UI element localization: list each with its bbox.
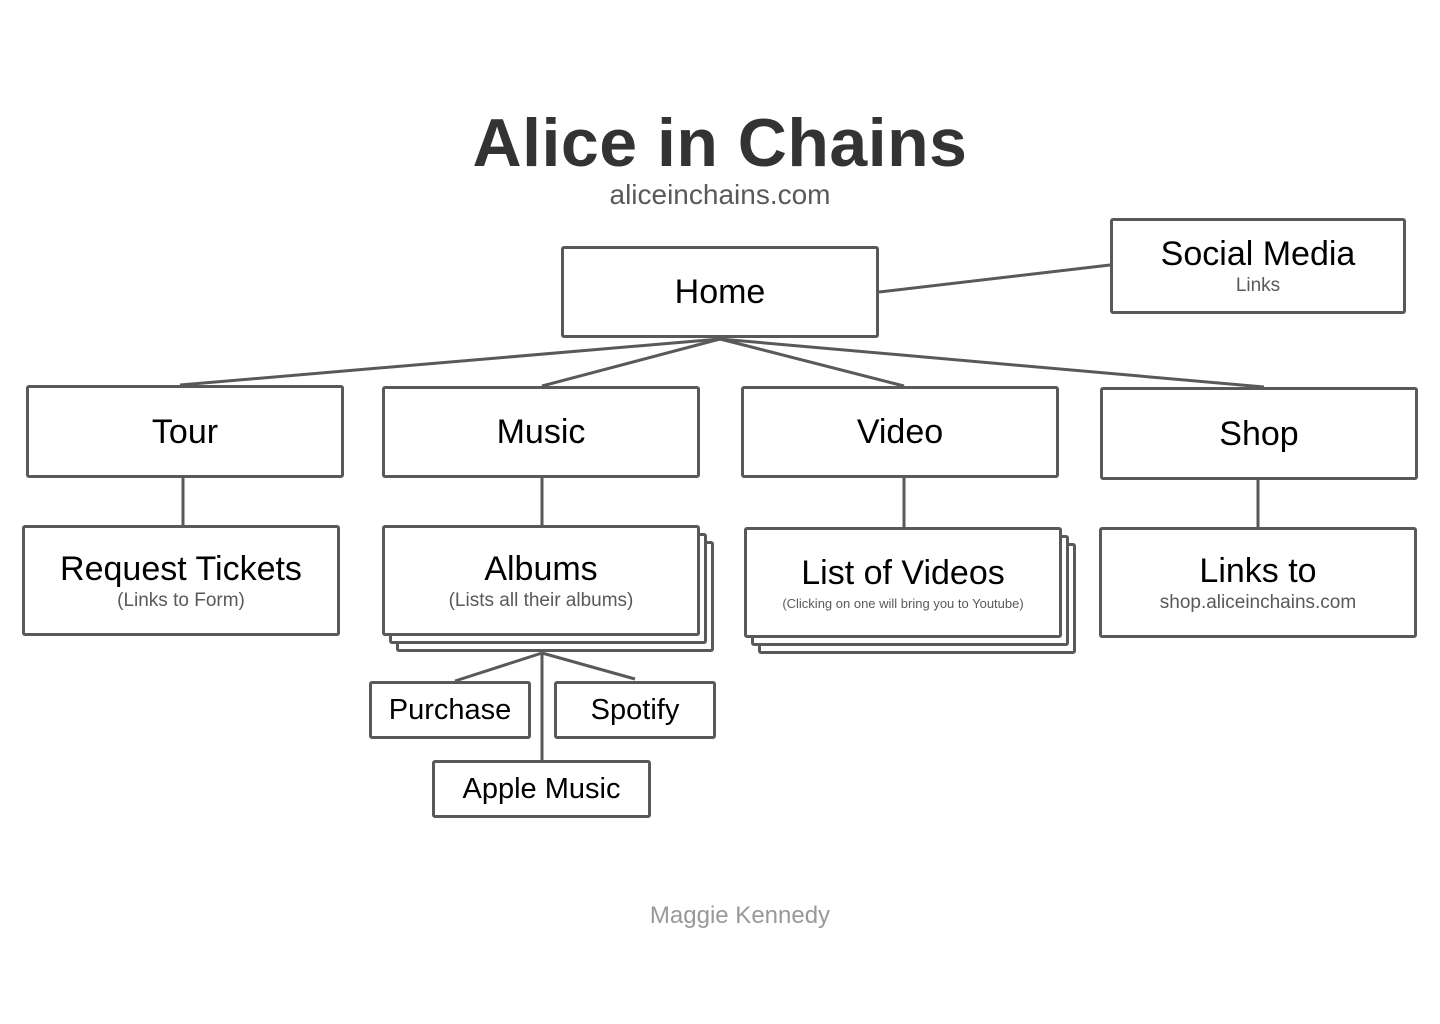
- node-albums-sub: (Lists all their albums): [448, 589, 634, 611]
- node-shop: Shop: [1100, 387, 1418, 480]
- node-shop-label: Shop: [1219, 414, 1299, 453]
- node-shop-links-sub: shop.aliceinchains.com: [1159, 591, 1357, 613]
- node-video-label: Video: [856, 413, 944, 451]
- node-apple-music-label: Apple Music: [462, 773, 621, 805]
- node-music: Music: [382, 386, 700, 478]
- node-home: Home: [561, 246, 879, 338]
- node-social-media-sub: Links: [1235, 275, 1281, 296]
- author-credit: Maggie Kennedy: [649, 902, 831, 929]
- node-social-media-label: Social Media: [1160, 235, 1356, 273]
- node-spotify-label: Spotify: [590, 694, 680, 726]
- node-social-media: Social Media Links: [1110, 218, 1406, 314]
- node-albums: Albums (Lists all their albums): [382, 525, 700, 636]
- node-shop-links-label: Links to: [1199, 551, 1317, 590]
- node-purchase: Purchase: [369, 681, 531, 739]
- node-list-of-videos: List of Videos (Clicking on one will bri…: [744, 527, 1062, 638]
- node-request-tickets-sub: (Links to Form): [117, 589, 245, 611]
- connector-home-music: [541, 337, 721, 388]
- connector-albums-spotify: [541, 651, 636, 681]
- node-shop-links: Links to shop.aliceinchains.com: [1099, 527, 1417, 638]
- node-request-tickets-label: Request Tickets: [60, 549, 302, 588]
- node-apple-music: Apple Music: [432, 760, 651, 818]
- connector-home-social: [878, 263, 1111, 294]
- connector-albums-purchase: [454, 651, 543, 683]
- connector-home-tour: [179, 337, 721, 387]
- node-tour: Tour: [26, 385, 344, 478]
- node-home-label: Home: [674, 273, 766, 311]
- node-video: Video: [741, 386, 1059, 478]
- node-spotify: Spotify: [554, 681, 716, 739]
- connector-home-shop: [719, 337, 1265, 389]
- node-purchase-label: Purchase: [388, 694, 512, 726]
- diagram-title: Alice in Chains: [472, 105, 968, 181]
- node-list-of-videos-label: List of Videos: [801, 553, 1005, 592]
- connector-home-video: [719, 337, 905, 388]
- node-tour-label: Tour: [151, 412, 219, 451]
- node-music-label: Music: [496, 413, 586, 451]
- diagram-subtitle: aliceinchains.com: [609, 179, 831, 210]
- node-request-tickets: Request Tickets (Links to Form): [22, 525, 340, 636]
- node-albums-label: Albums: [484, 549, 598, 588]
- node-list-of-videos-sub: (Clicking on one will bring you to Youtu…: [782, 595, 1024, 611]
